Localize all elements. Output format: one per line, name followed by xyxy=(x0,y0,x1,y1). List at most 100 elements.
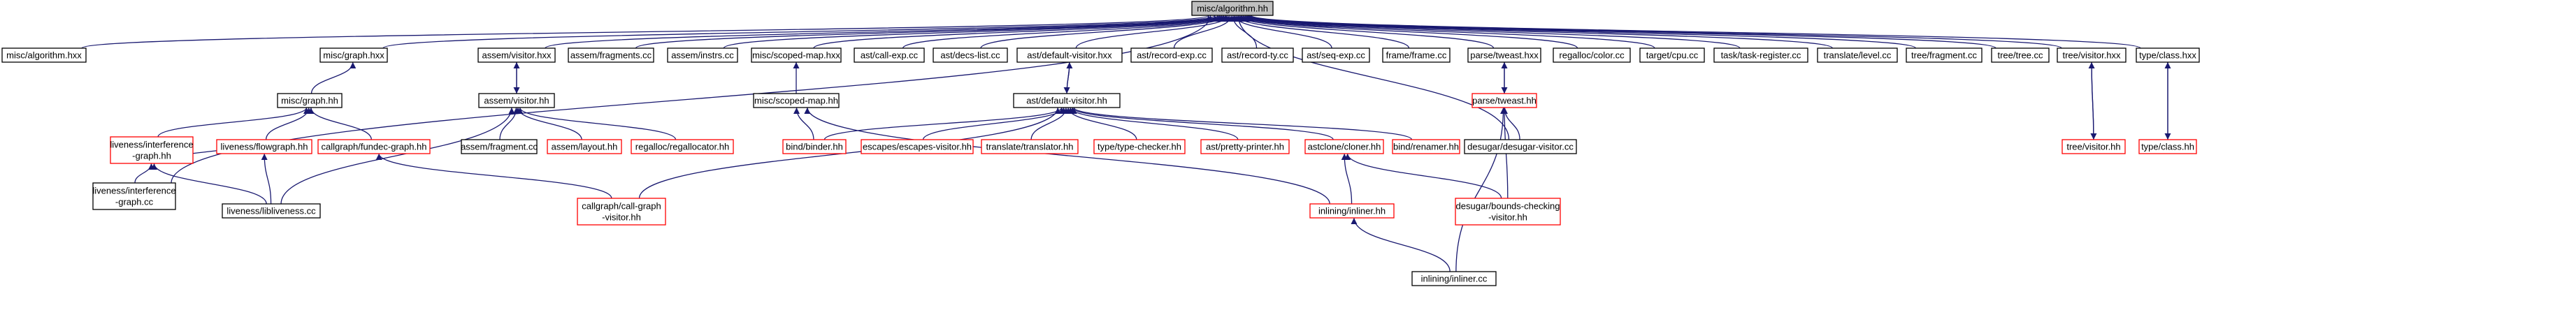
node-assem-instrs-cc[interactable]: assem/instrs.cc xyxy=(667,47,738,63)
edge-line xyxy=(813,15,1227,49)
node-regallocator-hh[interactable]: regalloc/regallocator.hh xyxy=(631,139,734,154)
node-inliner-cc[interactable]: inlining/inliner.cc xyxy=(1411,271,1497,286)
node-tree-visitor-hxx[interactable]: tree/visitor.hxx xyxy=(2057,47,2127,63)
edge-line xyxy=(1239,15,1741,49)
edge-line xyxy=(375,153,612,199)
node-box xyxy=(92,182,176,210)
edge-inliner_cc-to-tweast_hh xyxy=(1455,107,1507,272)
node-pretty-printer-hh[interactable]: ast/pretty-printer.hh xyxy=(1200,139,1290,154)
edge-line xyxy=(1242,15,1833,49)
node-default-visitor-hxx[interactable]: ast/default-visitor.hxx xyxy=(1016,47,1123,63)
node-escapes-visitor-hh[interactable]: escapes/escapes-visitor.hh xyxy=(861,139,974,154)
node-cpu[interactable]: target/cpu.cc xyxy=(1639,47,1705,63)
node-tree-visitor-hh[interactable]: tree/visitor.hh xyxy=(2061,139,2126,154)
edge-line xyxy=(310,61,357,94)
node-default-visitor-hh[interactable]: ast/default-visitor.hh xyxy=(1013,93,1121,108)
node-box xyxy=(478,93,555,108)
node-tree-tree[interactable]: tree/tree.cc xyxy=(1991,47,2050,63)
node-box xyxy=(2061,139,2126,154)
node-box xyxy=(1392,139,1460,154)
node-type-class-hh[interactable]: type/class.hh xyxy=(2138,139,2197,154)
node-label: liveness/interference xyxy=(110,140,193,150)
edge-line xyxy=(1070,107,1413,140)
node-box xyxy=(753,93,840,108)
edge-line xyxy=(1065,107,1137,140)
node-assem-fragment-cc[interactable]: assem/fragment.cc xyxy=(461,139,538,154)
edge-line xyxy=(638,107,1061,199)
node-box xyxy=(861,139,974,154)
node-label: -visitor.hh xyxy=(1488,212,1527,223)
node-label: tree/visitor.hh xyxy=(2066,142,2120,152)
node-task-register[interactable]: task/task-register.cc xyxy=(1713,47,1808,63)
node-label: astclone/cloner.hh xyxy=(1308,142,1381,152)
node-cloner-hh[interactable]: astclone/cloner.hh xyxy=(1304,139,1384,154)
edge-type_checker_hh-to-default_visitor_hh xyxy=(1065,107,1137,140)
node-translator-hh[interactable]: translate/translator.hh xyxy=(981,139,1079,154)
nodes-layer: misc/algorithm.hh misc/algorithm.hxx misc/… xyxy=(1,1,2200,286)
node-algorithm-hxx[interactable]: misc/algorithm.hxx xyxy=(1,47,87,63)
node-box xyxy=(477,47,556,63)
node-box xyxy=(277,93,343,108)
node-desugar-visitor-cc[interactable]: desugar/desugar-visitor.cc xyxy=(1464,139,1577,154)
node-label: type/type-checker.hh xyxy=(1098,142,1181,152)
edge-line xyxy=(1236,15,1578,49)
node-inliner-hh[interactable]: inlining/inliner.hh xyxy=(1309,203,1395,219)
node-decs-list[interactable]: ast/decs-list.cc xyxy=(933,47,1008,63)
node-scoped-map-hxx[interactable]: misc/scoped-map.hxx xyxy=(751,47,842,63)
edge-default_visitor_hxx-to-default_visitor_hh xyxy=(1063,61,1070,94)
node-box xyxy=(2136,47,2200,63)
node-record-exp[interactable]: ast/record-exp.cc xyxy=(1130,47,1213,63)
node-assem-visitor-hh[interactable]: assem/visitor.hh xyxy=(478,93,555,108)
node-type-class-hxx[interactable]: type/class.hxx xyxy=(2136,47,2200,63)
node-scoped-map-hh[interactable]: misc/scoped-map.hh xyxy=(753,93,840,108)
node-box xyxy=(981,139,1079,154)
node-assem-visitor-hxx[interactable]: assem/visitor.hxx xyxy=(477,47,556,63)
node-label: assem/instrs.cc xyxy=(671,50,734,61)
node-root: misc/algorithm.hh xyxy=(1191,1,1274,16)
node-color[interactable]: regalloc/color.cc xyxy=(1553,47,1631,63)
node-box xyxy=(1013,93,1121,108)
node-label: callgraph/fundec-graph.hh xyxy=(321,142,426,152)
node-libliveness-cc[interactable]: liveness/libliveness.cc xyxy=(222,203,321,219)
edge-assem_fragments_cc-to-root xyxy=(635,15,1223,49)
node-tweast-hh[interactable]: parse/tweast.hh xyxy=(1472,93,1537,108)
node-box xyxy=(110,136,194,164)
node-misc-graph-hxx[interactable]: misc/graph.hxx xyxy=(319,47,388,63)
node-misc-graph-hh[interactable]: misc/graph.hh xyxy=(277,93,343,108)
node-renamer-hh[interactable]: bind/renamer.hh xyxy=(1392,139,1460,154)
node-frame[interactable]: frame/frame.cc xyxy=(1382,47,1451,63)
node-label: assem/fragments.cc xyxy=(570,50,652,61)
node-tweast-hxx[interactable]: parse/tweast.hxx xyxy=(1467,47,1541,63)
edge-flowgraph_hh-to-misc_graph_hh xyxy=(265,107,312,140)
node-assem-fragments-cc[interactable]: assem/fragments.cc xyxy=(568,47,654,63)
node-label: bind/binder.hh xyxy=(786,142,843,152)
node-bounds-checking-hh[interactable]: desugar/bounds-checking-visitor.hh xyxy=(1455,198,1561,226)
edge-tree_fragment-to-root xyxy=(1244,15,1916,49)
node-label: tree/visitor.hxx xyxy=(2062,50,2121,61)
node-type-checker-hh[interactable]: type/type-checker.hh xyxy=(1093,139,1186,154)
node-binder-hh[interactable]: bind/binder.hh xyxy=(782,139,847,154)
node-interference-cc[interactable]: liveness/interference-graph.cc xyxy=(92,182,176,210)
node-fundec-graph-hh[interactable]: callgraph/fundec-graph.hh xyxy=(317,139,431,154)
node-seq-exp[interactable]: ast/seq-exp.cc xyxy=(1302,47,1370,63)
edge-misc_graph_hxx-to-root xyxy=(382,15,1218,49)
node-translate-level[interactable]: translate/level.cc xyxy=(1817,47,1898,63)
edge-translate_level-to-root xyxy=(1242,15,1833,49)
node-call-exp[interactable]: ast/call-exp.cc xyxy=(854,47,925,63)
node-box xyxy=(319,47,388,63)
node-box xyxy=(1200,139,1290,154)
edge-assem_visitor_hxx-to-root xyxy=(545,15,1221,49)
edge-line xyxy=(902,15,1229,49)
node-assem-layout-hh[interactable]: assem/layout.hh xyxy=(547,139,622,154)
node-box xyxy=(222,203,321,219)
edge-binder_hh-to-default_visitor_hh xyxy=(823,107,1065,140)
node-box xyxy=(577,198,666,226)
edge-assem_fragment_cc-to-assem_visitor_hh xyxy=(499,107,519,140)
node-tree-fragment[interactable]: tree/fragment.cc xyxy=(1906,47,1983,63)
node-interference-hh[interactable]: liveness/interference-graph.hh xyxy=(110,136,194,164)
node-record-ty[interactable]: ast/record-ty.cc xyxy=(1221,47,1294,63)
edge-line xyxy=(635,15,1223,49)
edge-line xyxy=(1063,61,1070,94)
node-call-graph-hh[interactable]: callgraph/call-graph-visitor.hh xyxy=(577,198,666,226)
node-flowgraph-hh[interactable]: liveness/flowgraph.hh xyxy=(216,139,312,154)
